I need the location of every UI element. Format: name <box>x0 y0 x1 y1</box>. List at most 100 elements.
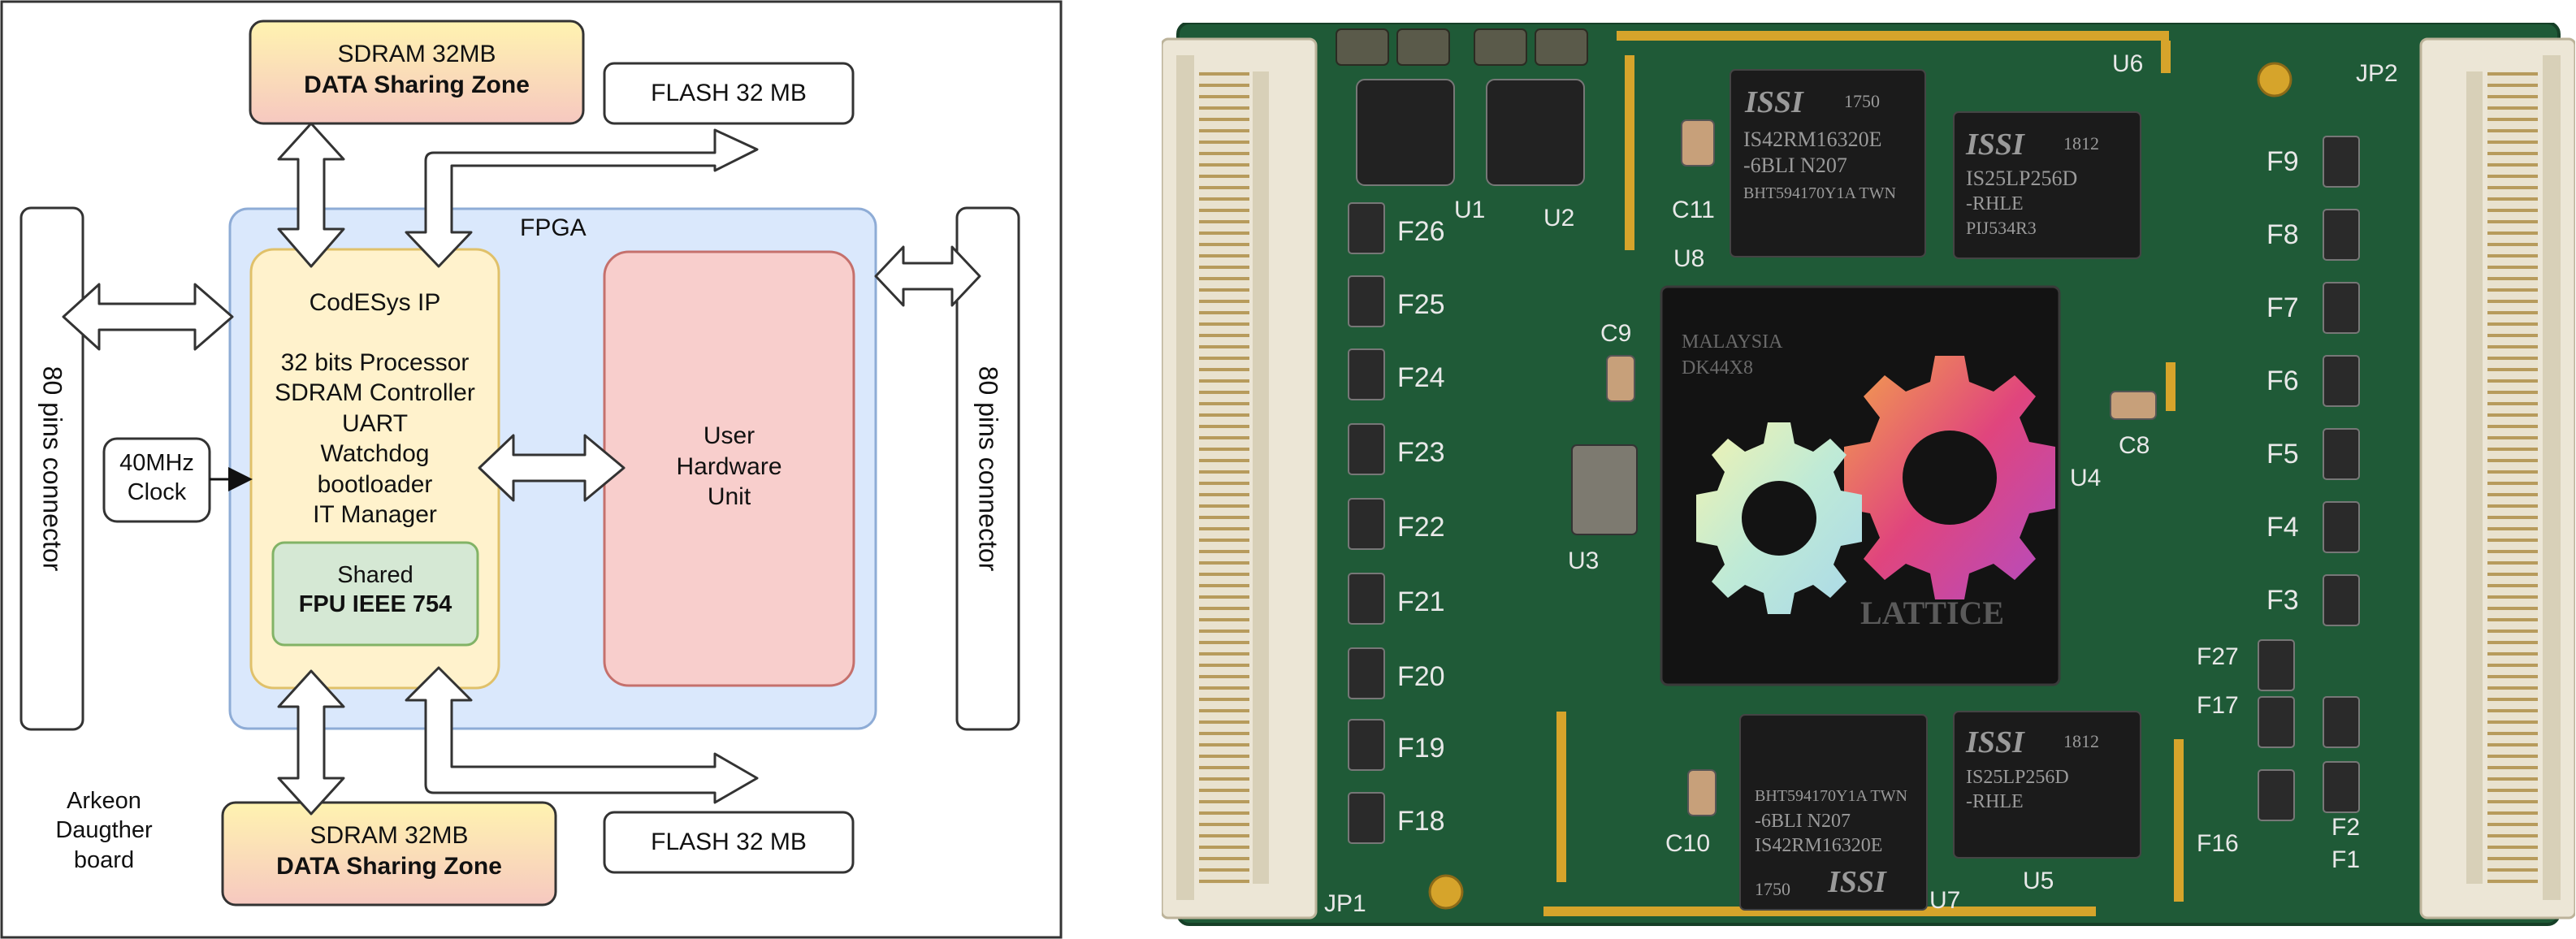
gold-mark <box>2161 41 2171 73</box>
gold-mark <box>1556 712 1566 882</box>
fuse-label-bottom-right: F2 <box>2331 814 2360 841</box>
fuse-label-right: F3 <box>2266 585 2299 616</box>
refdes-u7: U7 <box>1929 887 1960 914</box>
arrow-sdram-bottom <box>277 669 345 816</box>
board-label: Arkeon Daugther board <box>39 786 169 875</box>
chip-u7-line4: BHT594170Y1A TWN <box>1755 787 1907 805</box>
flash-top-block <box>603 62 855 125</box>
fpga-line2: DK44X8 <box>1682 357 1753 379</box>
fpga-line1: MALAYSIA <box>1682 331 1783 353</box>
fuse-package <box>1348 719 1385 771</box>
board-line2: Daugther <box>55 817 153 844</box>
chip-u9 <box>1953 111 2141 259</box>
user-line3: Unit <box>707 483 751 510</box>
refdes-u2: U2 <box>1543 205 1574 232</box>
diagram-canvas <box>0 0 1063 939</box>
clock-line2: Clock <box>127 479 187 506</box>
chip-u6-line1: 1750 <box>1844 91 1880 111</box>
shared-fpu-block <box>271 541 479 647</box>
arrow-sdram-top <box>277 122 345 268</box>
fuse-label-right: F7 <box>2266 292 2299 323</box>
clock-line1: 40MHz <box>119 450 194 476</box>
sdram-top-line2: DATA Sharing Zone <box>304 71 530 98</box>
sdram-bottom-line2: DATA Sharing Zone <box>276 852 502 880</box>
chip-u6-line3: -6BLI N207 <box>1743 154 1847 177</box>
codesys-item: 32 bits Processor <box>280 348 470 376</box>
board-line1: Arkeon <box>67 788 141 814</box>
fuse-package <box>2323 501 2360 553</box>
top-component <box>1336 28 1389 66</box>
gold-mark <box>2166 362 2176 411</box>
chip-u3 <box>1571 444 1638 535</box>
left-connector-label: 80 pins connector <box>37 366 67 572</box>
sdram-bottom-label: SDRAM 32MB DATA Sharing Zone <box>223 820 556 881</box>
chip-u7 <box>1739 714 1928 911</box>
refdes-c9: C9 <box>1600 320 1631 347</box>
cap-c8 <box>2110 391 2157 420</box>
user-hardware-label: User Hardware Unit <box>604 421 854 513</box>
gold-mark <box>1625 55 1634 250</box>
fuse-package <box>2323 136 2360 188</box>
fuse-label-left: F25 <box>1397 289 1445 320</box>
fpga-line3: LATTICE <box>1860 595 2004 631</box>
refdes-u5: U5 <box>2023 868 2054 894</box>
refdes-u3: U3 <box>1568 547 1599 574</box>
flash-bottom-block <box>603 811 855 874</box>
sdram-top-block <box>249 19 585 125</box>
pcb-photo: ISSI 1750 IS42RM16320E -6BLI N207 BHT594… <box>1162 23 2575 939</box>
fuse-label-bottom-right: F17 <box>2197 692 2239 719</box>
chip-u6-line4: BHT594170Y1A TWN <box>1743 184 1896 202</box>
pcb-edge-top <box>1617 31 2169 41</box>
chip-u7-brand: ISSI <box>1827 865 1887 899</box>
flash-bottom-label: FLASH 32 MB <box>651 829 807 855</box>
sdram-top-line1: SDRAM 32MB <box>337 41 496 67</box>
fuse-label-right: F8 <box>2266 219 2299 250</box>
chip-u9-line3: -RHLE <box>1966 193 2024 214</box>
codesys-item: bootloader <box>317 470 433 498</box>
chip-u1 <box>1356 79 1455 186</box>
fuse-package <box>2323 574 2360 626</box>
fuse-package <box>1348 647 1385 699</box>
chip-u5-brand: ISSI <box>1965 725 2025 759</box>
codesys-item: UART <box>341 409 409 437</box>
fuse-label-left: F22 <box>1397 512 1445 543</box>
arrow-left-connector <box>62 283 234 351</box>
top-component <box>1474 28 1527 66</box>
codesys-label: CodESys IP 32 bits Processor SDRAM Contr… <box>251 288 499 530</box>
fuse-label-bottom-right: F16 <box>2197 830 2239 857</box>
fuse-label-right: F5 <box>2266 439 2299 470</box>
clock-label: 40MHz Clock <box>104 448 210 508</box>
fuse-package <box>2258 769 2295 821</box>
fuse-label-left: F20 <box>1397 661 1445 692</box>
chip-u2 <box>1486 79 1585 186</box>
refdes-jp1: JP1 <box>1324 890 1366 917</box>
arrow-flash-bottom <box>405 666 759 804</box>
top-component <box>1396 28 1450 66</box>
fuse-label-right: F9 <box>2266 146 2299 177</box>
arrow-flash-top <box>405 128 759 268</box>
shared-line2: FPU IEEE 754 <box>298 591 452 618</box>
chip-u6-line2: IS42RM16320E <box>1743 128 1881 151</box>
right-board-connector <box>2419 37 2575 920</box>
fuse-package <box>1348 275 1385 327</box>
gear-pink-icon <box>1844 356 2055 599</box>
cap-c10 <box>1687 769 1717 816</box>
fuse-label-left: F24 <box>1397 362 1445 393</box>
gold-mark <box>2174 739 2184 902</box>
fuse-label-right: F4 <box>2266 512 2299 543</box>
chip-u6-brand: ISSI <box>1744 85 1804 119</box>
fuse-package <box>1348 202 1385 254</box>
refdes-u4: U4 <box>2070 465 2101 491</box>
fuse-package <box>1348 423 1385 475</box>
fuse-package <box>2258 696 2295 748</box>
right-connector-label: 80 pins connector <box>973 366 1003 572</box>
chip-u7-line3: -6BLI N207 <box>1755 811 1851 832</box>
fuse-label-bottom-right: F27 <box>2197 643 2239 670</box>
chip-u6 <box>1730 69 1926 257</box>
chip-u9-line2: IS25LP256D <box>1966 167 2077 190</box>
chip-u5 <box>1953 711 2141 859</box>
right-connector-block <box>955 206 1020 731</box>
user-line2: Hardware <box>676 452 782 480</box>
chip-u5-line3: -RHLE <box>1966 791 2024 812</box>
codesys-item: IT Manager <box>313 501 437 528</box>
